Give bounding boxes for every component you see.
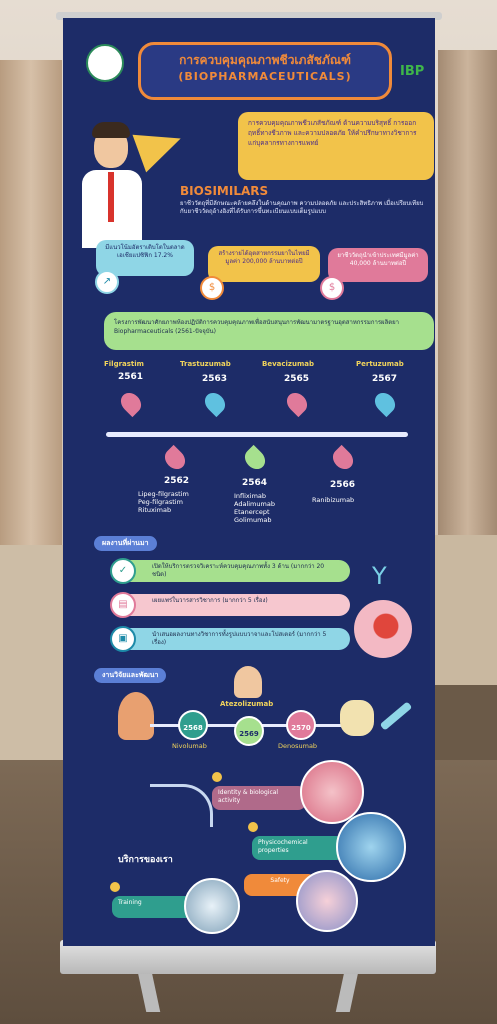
dmsc-logo [86, 44, 124, 82]
table-right [430, 535, 497, 685]
timeline-year-2562: 2562 [164, 476, 190, 486]
timeline-drugs-2564: Infliximab Adalimumab Etanercept Golimum… [234, 492, 275, 524]
banner-top-rod [56, 12, 442, 20]
presentation-icon: ▣ [110, 626, 136, 652]
timeline-drug-filgrastim: Filgrastim [104, 360, 144, 368]
service-identity-photo [300, 760, 364, 824]
research-node-2569: 2569 [234, 716, 264, 746]
antibody-icon: Y [372, 562, 387, 590]
megaphone-icon [132, 119, 188, 173]
research-drug-denosumab: Denosumab [278, 742, 318, 750]
research-woman-illustration [118, 692, 154, 740]
service-identity: Identity & biological activity [212, 786, 306, 810]
title-thai: การควบคุมคุณภาพชีวเภสัชภัณฑ์ [179, 53, 351, 67]
research-year-2569: 2569 [239, 730, 259, 738]
ibp-logo-text: IBP [400, 64, 425, 79]
service-training-photo [184, 878, 240, 934]
biosimilars-heading: BIOSIMILARS [180, 184, 269, 198]
intro-box: การควบคุมคุณภาพชีวเภสัชภัณฑ์ ด้านความบริ… [238, 112, 434, 180]
research-heading: งานวิจัยและพัฒนา [94, 668, 167, 683]
result-item-2: เผยแพร่ในวารสารวิชาการ (มากกว่า 5 เรื่อง… [118, 594, 350, 616]
money-icon-2: $ [320, 276, 344, 300]
research-node-2570: 2570 [286, 710, 316, 740]
services-heading: บริการของเรา [118, 855, 173, 865]
research-drug-atezolizumab: Atezolizumab [220, 700, 274, 708]
service-physicochemical: Physicochemical properties [252, 836, 344, 860]
research-drug-nivolumab: Nivolumab [172, 742, 207, 750]
service-safety-photo [296, 870, 358, 932]
biosimilars-text: ยาชีววัตถุที่มีลักษณะคล้ายคลึงในด้านคุณภ… [180, 200, 424, 215]
service-training: Training [112, 896, 196, 918]
timeline-line [106, 432, 408, 437]
money-icon-1: $ [200, 276, 224, 300]
bone-illustration [340, 700, 374, 736]
title-english: (BIOPHARMACEUTICALS) [178, 70, 352, 83]
timeline-year-2564: 2564 [242, 478, 268, 488]
lightbulb-icon [212, 772, 222, 782]
timeline-year-2566: 2566 [330, 480, 356, 490]
timeline-drug-pertuzumab: Pertuzumab [356, 360, 404, 368]
timeline-year-2561: 2561 [118, 372, 144, 382]
timeline-year-2563: 2563 [202, 374, 228, 384]
research-year-2570: 2570 [291, 724, 311, 732]
timeline-drug-trastuzumab: Trastuzumab [180, 360, 231, 368]
journal-icon: ▤ [110, 592, 136, 618]
research-year-2568: 2568 [183, 724, 203, 732]
table-left [0, 545, 70, 785]
lightbulb-icon-3 [110, 882, 120, 892]
results-heading: ผลงานที่ผ่านมา [94, 536, 157, 551]
cell-illustration [354, 600, 412, 658]
title-box: การควบคุมคุณภาพชีวเภสัชภัณฑ์ (BIOPHARMAC… [138, 42, 392, 100]
service-physicochemical-photo [336, 812, 406, 882]
timeline-year-2565: 2565 [284, 374, 310, 384]
ibp-logo: IBP [400, 60, 430, 82]
stat-growth: มีแนวโน้มอัตราเติบโตในตลาดเอเชียแปซิฟิก … [96, 240, 194, 276]
research-node-2568: 2568 [178, 710, 208, 740]
timeline-drugs-2566: Ranibizumab [312, 496, 355, 504]
research-person-icon [234, 666, 262, 698]
stat-revenue: สร้างรายได้อุตสาหกรรมยาในไทยมีมูลค่า 200… [208, 246, 320, 282]
lightbulb-icon-2 [248, 822, 258, 832]
services-arrows-icon [150, 784, 213, 827]
timeline-year-2567: 2567 [372, 374, 398, 384]
check-icon: ✓ [110, 558, 136, 584]
project-box: โครงการพัฒนาศักยภาพห้องปฏิบัติการควบคุมค… [104, 312, 434, 350]
curtain-right [438, 50, 497, 610]
result-item-1: เปิดให้บริการตรวจวิเคราะห์ควบคุมคุณภาพทั… [118, 560, 350, 582]
curtain-left [0, 60, 62, 580]
timeline-drug-bevacizumab: Bevacizumab [262, 360, 315, 368]
result-item-3: นำเสนอผลงานทางวิชาการทั้งรูปแบบวาจาและโป… [118, 628, 350, 650]
timeline-drugs-2562: Lipeg-filgrastim Peg-filgrastim Rituxima… [138, 490, 189, 514]
chart-icon: ↗ [95, 270, 119, 294]
presenter-illustration [80, 118, 190, 248]
stat-import: ยาชีววัตถุนำเข้าประเทศมีมูลค่า 40,000 ล้… [328, 248, 428, 282]
